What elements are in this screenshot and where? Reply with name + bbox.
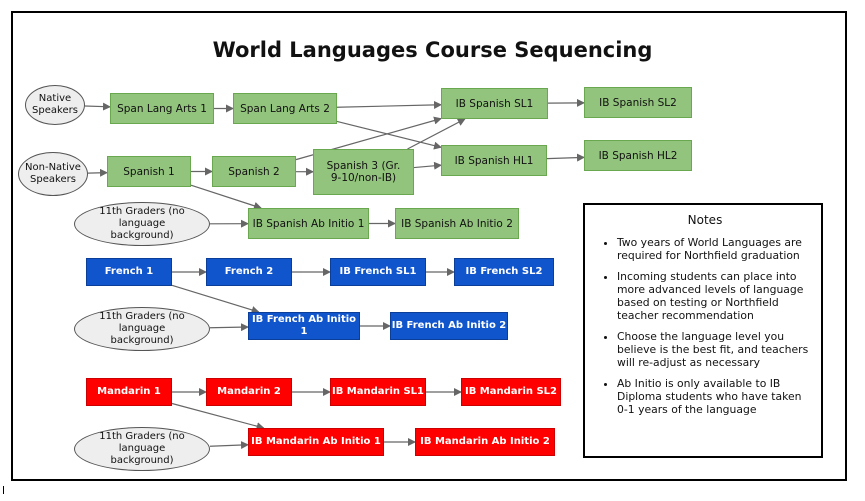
ib-mandarin-ab-initio-2-node: IB Mandarin Ab Initio 2 bbox=[415, 428, 555, 456]
ib-spanish-hl1-node: IB Spanish HL1 bbox=[441, 145, 547, 176]
edge-native_speakers-to-span_lang_arts_1 bbox=[84, 102, 111, 111]
notes-item: Choose the language level you believe is… bbox=[617, 330, 811, 369]
notes-item: Ab Initio is only available to IB Diplom… bbox=[617, 377, 811, 416]
edge-spanish_1-to-ib_spanish_ab_initio_1 bbox=[190, 184, 262, 210]
edge-grade11_french-to-ib_french_ab_initio_1 bbox=[209, 323, 249, 332]
ib-spanish-ab-initio-1-node: IB Spanish Ab Initio 1 bbox=[248, 208, 369, 239]
edge-ib_spanish_hl1-to-ib_spanish_hl2 bbox=[546, 153, 585, 162]
edge-grade11_mandarin-to-ib_mandarin_ab_initio_1 bbox=[209, 441, 249, 450]
ib-spanish-ab-initio-2-node: IB Spanish Ab Initio 2 bbox=[395, 208, 519, 239]
grade11-spanish-node: 11th Graders (no language background) bbox=[74, 202, 210, 246]
native-speakers-node: Native Speakers bbox=[25, 85, 85, 125]
spanish-1-node: Spanish 1 bbox=[107, 156, 191, 187]
french-2-node: French 2 bbox=[206, 258, 292, 286]
ib-french-ab-initio-1-node: IB French Ab Initio 1 bbox=[248, 312, 360, 340]
ib-french-sl1-node: IB French SL1 bbox=[330, 258, 426, 286]
ib-mandarin-sl1-node: IB Mandarin SL1 bbox=[330, 378, 426, 406]
spanish-3-node: Spanish 3 (Gr. 9-10/non-IB) bbox=[313, 149, 414, 195]
notes-item: Incoming students can place into more ad… bbox=[617, 270, 811, 322]
grade11-french-node: 11th Graders (no language background) bbox=[74, 307, 210, 351]
edge-span_lang_arts_2-to-ib_spanish_hl1 bbox=[336, 120, 442, 150]
mandarin-1-node: Mandarin 1 bbox=[86, 378, 172, 406]
diagram-frame bbox=[11, 11, 847, 481]
ib-spanish-hl2-node: IB Spanish HL2 bbox=[584, 140, 692, 171]
notes-list: Two years of World Languages are require… bbox=[599, 236, 811, 416]
span-lang-arts-2-node: Span Lang Arts 2 bbox=[233, 93, 337, 124]
spanish-2-node: Spanish 2 bbox=[212, 156, 296, 187]
ib-french-sl2-node: IB French SL2 bbox=[454, 258, 554, 286]
grade11-mandarin-node: 11th Graders (no language background) bbox=[74, 427, 210, 471]
span-lang-arts-1-node: Span Lang Arts 1 bbox=[110, 93, 214, 124]
notes-panel: Notes Two years of World Languages are r… bbox=[583, 203, 823, 458]
ib-french-ab-initio-2-node: IB French Ab Initio 2 bbox=[390, 312, 508, 340]
french-1-node: French 1 bbox=[86, 258, 172, 286]
ib-mandarin-sl2-node: IB Mandarin SL2 bbox=[461, 378, 561, 406]
non-native-speakers-node: Non-Native Speakers bbox=[18, 152, 88, 196]
corner-mark bbox=[3, 486, 4, 494]
edge-french_1-to-ib_french_ab_initio_1 bbox=[171, 284, 260, 314]
ib-mandarin-ab-initio-1-node: IB Mandarin Ab Initio 1 bbox=[248, 428, 384, 456]
ib-spanish-sl1-node: IB Spanish SL1 bbox=[441, 88, 548, 119]
ib-spanish-sl2-node: IB Spanish SL2 bbox=[584, 87, 692, 118]
notes-heading: Notes bbox=[687, 213, 723, 227]
notes-item: Two years of World Languages are require… bbox=[617, 236, 811, 262]
edge-mandarin_1-to-ib_mandarin_ab_initio_1 bbox=[171, 402, 265, 431]
edge-spanish_3-to-ib_spanish_sl1 bbox=[407, 118, 466, 150]
edge-span_lang_arts_2-to-ib_spanish_sl1 bbox=[336, 100, 442, 109]
page-title: World Languages Course Sequencing bbox=[212, 38, 653, 62]
mandarin-2-node: Mandarin 2 bbox=[206, 378, 292, 406]
edge-spanish_3-to-ib_spanish_hl1 bbox=[413, 161, 442, 170]
